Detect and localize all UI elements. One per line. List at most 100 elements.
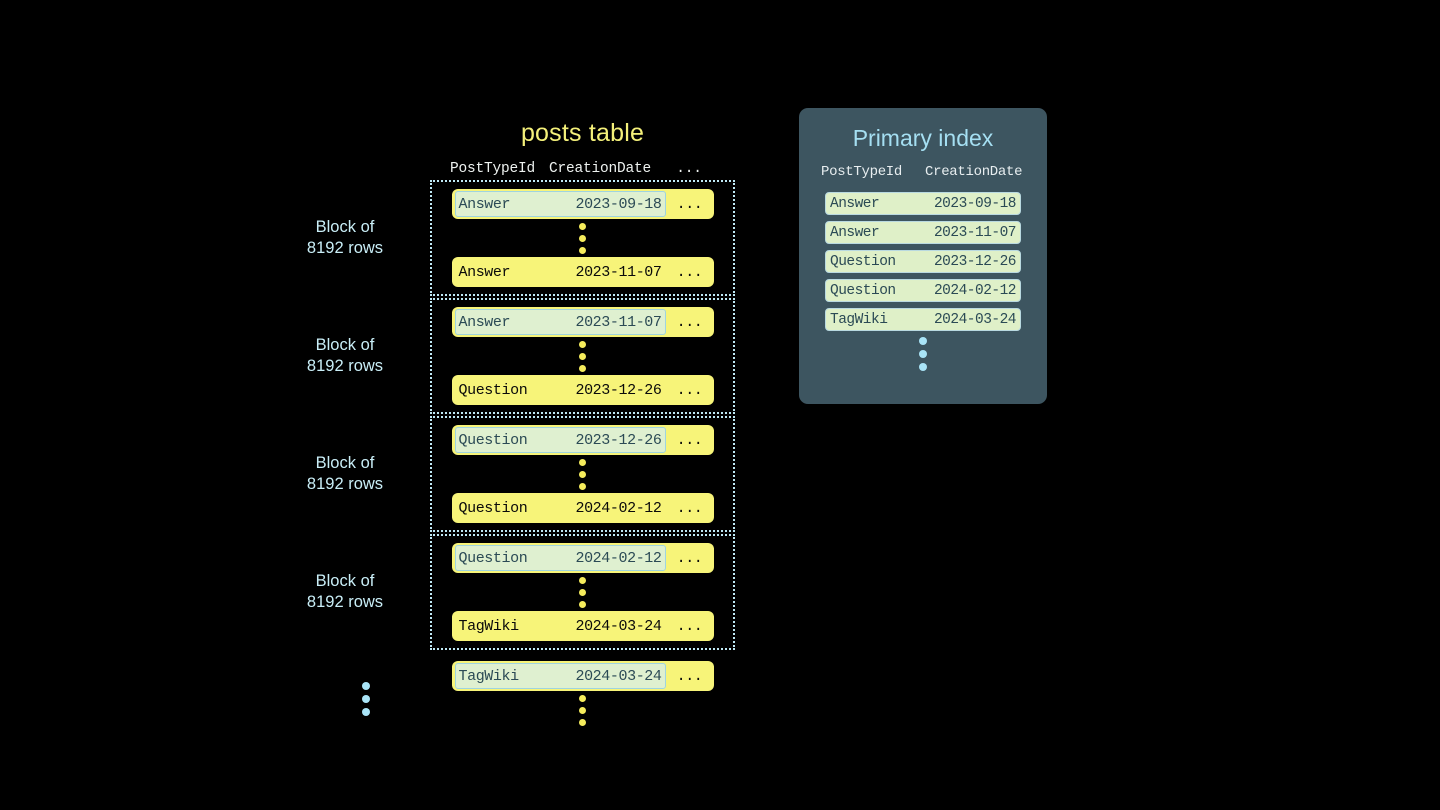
dot-icon [579, 352, 586, 360]
table-row[interactable]: Question 2024-02-12 ... [451, 543, 714, 573]
cell-posttypeid: Answer [458, 263, 511, 281]
row-key-highlight: TagWiki 2024-03-24 [454, 663, 666, 689]
table-row[interactable]: Answer 2023-09-18 ... [451, 189, 714, 219]
block-label-2: Block of 8192 rows [306, 336, 384, 375]
block-label-1: Block of 8192 rows [306, 218, 384, 257]
dot-icon [579, 234, 586, 242]
index-cell-posttypeid: Answer [830, 224, 880, 241]
dot-icon [579, 340, 586, 348]
primary-index-panel: Primary index PostTypeId CreationDate An… [799, 108, 1047, 404]
index-cell-posttypeid: TagWiki [830, 311, 888, 328]
table-block-4: Block of 8192 rows Question 2024-02-12 .… [307, 534, 735, 650]
row-key-group: TagWiki 2024-03-24 [455, 613, 666, 639]
row-gap-dots [434, 455, 731, 493]
dot-icon [579, 600, 586, 608]
index-row[interactable]: Question 2024-02-12 [825, 279, 1021, 302]
index-row[interactable]: TagWiki 2024-03-24 [825, 308, 1021, 331]
row-gap-dots [434, 337, 731, 375]
dot-icon [579, 706, 586, 714]
cell-creationdate: 2023-12-26 [575, 431, 662, 449]
cell-ellipsis: ... [676, 617, 703, 635]
cell-posttypeid: TagWiki [458, 617, 520, 635]
block-label-3: Block of 8192 rows [306, 454, 384, 493]
table-block-3: Block of 8192 rows Question 2023-12-26 .… [307, 416, 735, 532]
cell-ellipsis: ... [676, 431, 703, 449]
cell-posttypeid: Question [458, 549, 528, 567]
row-key-group: Answer 2023-11-07 [455, 259, 666, 285]
dot-icon [919, 337, 927, 345]
index-row[interactable]: Answer 2023-11-07 [825, 221, 1021, 244]
index-cell-posttypeid: Question [830, 282, 896, 299]
table-row[interactable]: Question 2023-12-26 ... [451, 375, 714, 405]
index-row[interactable]: Question 2023-12-26 [825, 250, 1021, 273]
row-key-highlight: Question 2024-02-12 [454, 545, 666, 571]
cell-posttypeid: Answer [458, 195, 511, 213]
row-key-group: Question 2023-12-26 [455, 377, 666, 403]
row-key-highlight: Answer 2023-11-07 [454, 309, 666, 335]
table-row[interactable]: Question 2024-02-12 ... [451, 493, 714, 523]
row-key-highlight: Question 2023-12-26 [454, 427, 666, 453]
cell-creationdate: 2023-11-07 [575, 263, 662, 281]
table-row[interactable]: Question 2023-12-26 ... [451, 425, 714, 455]
row-gap-dots [434, 573, 731, 611]
blocks-continuation-dots [362, 682, 370, 716]
row-gap-dots [434, 219, 731, 257]
index-cell-creationdate: 2023-12-26 [933, 253, 1017, 270]
cell-posttypeid: Question [458, 381, 528, 399]
cell-creationdate: 2024-03-24 [575, 617, 662, 635]
index-cell-creationdate: 2023-11-07 [933, 224, 1017, 241]
row-key-group: Question 2024-02-12 [455, 495, 666, 521]
posts-table-section: posts table PostTypeId CreationDate ... … [307, 118, 735, 729]
index-column-header-creationdate: CreationDate [925, 164, 1023, 180]
index-cell-posttypeid: Question [830, 253, 896, 270]
table-row[interactable]: TagWiki 2024-03-24 ... [451, 611, 714, 641]
cell-creationdate: 2023-09-18 [575, 195, 662, 213]
posts-table-column-headers: PostTypeId CreationDate ... [430, 158, 735, 180]
table-continuation-dots [430, 691, 735, 729]
index-cell-posttypeid: Answer [830, 195, 880, 212]
dot-icon [919, 350, 927, 358]
cell-ellipsis: ... [676, 499, 703, 517]
block-label-4: Block of 8192 rows [306, 572, 384, 611]
cell-creationdate: 2023-11-07 [575, 313, 662, 331]
index-cell-creationdate: 2024-03-24 [933, 311, 1017, 328]
cell-ellipsis: ... [676, 313, 703, 331]
dot-icon [579, 694, 586, 702]
cell-posttypeid: Question [458, 499, 528, 517]
primary-index-column-headers: PostTypeId CreationDate [811, 164, 1035, 180]
dot-icon [919, 363, 927, 371]
posts-table-title: posts table [520, 119, 645, 147]
table-row[interactable]: Answer 2023-11-07 ... [451, 257, 714, 287]
index-row[interactable]: Answer 2023-09-18 [825, 192, 1021, 215]
dot-icon [579, 222, 586, 230]
column-header-posttypeid: PostTypeId [450, 161, 536, 177]
dot-icon [579, 364, 586, 372]
cell-posttypeid: Answer [458, 313, 511, 331]
column-header-creationdate: CreationDate [549, 161, 652, 177]
dot-icon [362, 708, 370, 716]
index-cell-creationdate: 2023-09-18 [933, 195, 1017, 212]
column-header-ellipsis: ... [676, 161, 702, 177]
dot-icon [579, 718, 586, 726]
dot-icon [362, 682, 370, 690]
cell-ellipsis: ... [676, 263, 703, 281]
row-key-highlight: Answer 2023-09-18 [454, 191, 666, 217]
dot-icon [579, 246, 586, 254]
cell-ellipsis: ... [676, 195, 703, 213]
cell-creationdate: 2024-02-12 [575, 499, 662, 517]
table-row[interactable]: Answer 2023-11-07 ... [451, 307, 714, 337]
table-row[interactable]: TagWiki 2024-03-24 ... [451, 661, 714, 691]
cell-creationdate: 2024-03-24 [575, 667, 662, 685]
cell-ellipsis: ... [676, 667, 703, 685]
table-block-1: Block of 8192 rows Answer 2023-09-18 ...… [307, 180, 735, 296]
cell-ellipsis: ... [676, 549, 703, 567]
index-cell-creationdate: 2024-02-12 [933, 282, 1017, 299]
primary-index-title: Primary index [852, 125, 994, 151]
dot-icon [579, 588, 586, 596]
dot-icon [579, 470, 586, 478]
cell-creationdate: 2024-02-12 [575, 549, 662, 567]
dot-icon [579, 458, 586, 466]
dot-icon [579, 482, 586, 490]
cell-ellipsis: ... [676, 381, 703, 399]
cell-posttypeid: Question [458, 431, 528, 449]
